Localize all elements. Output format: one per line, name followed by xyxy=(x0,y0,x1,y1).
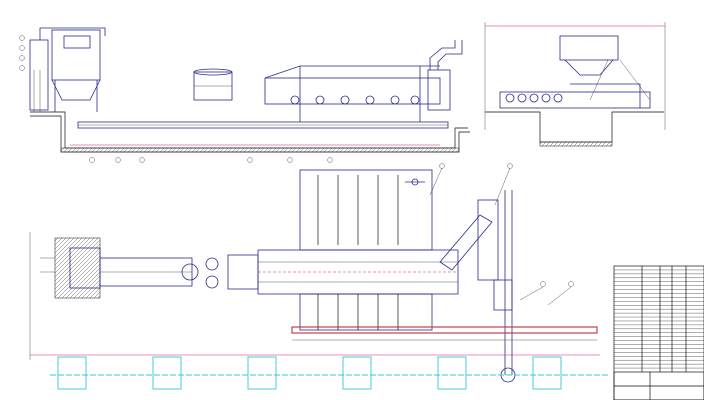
vertical-hoists xyxy=(317,175,399,245)
silo-plan xyxy=(54,237,101,299)
title-block xyxy=(613,265,704,400)
incline-conveyor xyxy=(439,214,493,271)
foundation-pads xyxy=(50,356,610,390)
exhaust-duct xyxy=(429,40,456,70)
pit-floor xyxy=(60,147,460,153)
process-tank xyxy=(264,77,441,105)
silo-frame xyxy=(51,29,101,81)
end-elevation-view xyxy=(484,22,666,147)
side-elevation-view xyxy=(19,27,470,163)
hanger-frame xyxy=(299,169,433,251)
hopper-top xyxy=(559,35,619,61)
plan-view xyxy=(29,163,610,390)
hanger-row xyxy=(290,95,420,105)
chain-conveyor xyxy=(291,326,598,334)
end-view-rollers xyxy=(505,93,563,103)
dust-collector-left xyxy=(29,39,49,111)
